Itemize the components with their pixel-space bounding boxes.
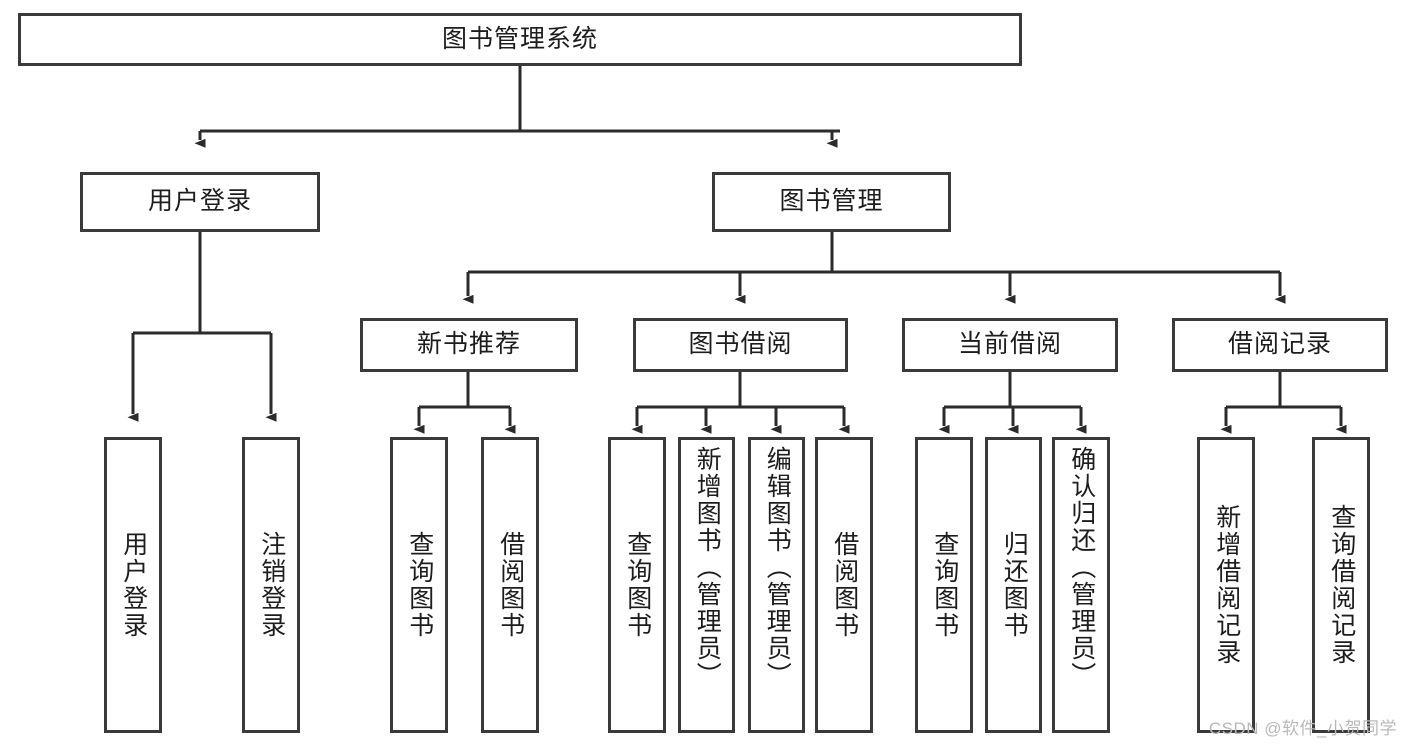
node-leaf-borrow-book[interactable]: 借阅图书: [815, 437, 873, 733]
node-leaf-user-login[interactable]: 用户登录: [104, 437, 162, 733]
watermark-text: CSDN @软件_小贺同学: [1208, 719, 1397, 738]
node-label: 借阅记录: [1227, 330, 1332, 359]
node-label: 编辑图书（管理员）: [763, 446, 792, 689]
node-label: 用户登录: [119, 531, 148, 639]
node-label: 图书管理: [779, 187, 884, 216]
node-label: 当前借阅: [957, 330, 1062, 359]
node-label: 查询图书: [405, 531, 434, 639]
node-leaf-query-borrow-record[interactable]: 查询借阅记录: [1312, 437, 1370, 733]
node-leaf-query-book-current[interactable]: 查询图书: [915, 437, 973, 733]
node-borrow-record[interactable]: 借阅记录: [1172, 318, 1388, 372]
node-book-management[interactable]: 图书管理: [712, 172, 951, 232]
node-root-book-management-system[interactable]: 图书管理系统: [18, 13, 1022, 66]
node-label: 图书借阅: [688, 330, 793, 359]
node-label: 查询图书: [623, 531, 652, 639]
node-label: 注销登录: [257, 531, 286, 639]
node-label: 借阅图书: [830, 531, 859, 639]
node-label: 确认归还（管理员）: [1067, 446, 1096, 689]
node-leaf-return-book[interactable]: 归还图书: [985, 437, 1042, 733]
node-leaf-edit-book-admin[interactable]: 编辑图书（管理员）: [748, 437, 805, 733]
node-label: 借阅图书: [496, 531, 525, 639]
node-label: 用户登录: [147, 187, 252, 216]
node-leaf-add-book-admin[interactable]: 新增图书（管理员）: [678, 437, 735, 733]
node-label: 图书管理系统: [441, 24, 598, 53]
node-label: 查询借阅记录: [1327, 504, 1356, 666]
node-label: 新增借阅记录: [1212, 504, 1241, 666]
node-label: 新书推荐: [416, 330, 521, 359]
node-new-book-recommend[interactable]: 新书推荐: [360, 318, 578, 372]
node-label: 归还图书: [1000, 531, 1029, 639]
node-leaf-query-book-borrow[interactable]: 查询图书: [608, 437, 666, 733]
node-leaf-query-book-recommend[interactable]: 查询图书: [390, 437, 448, 733]
node-label: 查询图书: [930, 531, 959, 639]
node-user-login[interactable]: 用户登录: [80, 172, 320, 232]
node-current-borrow[interactable]: 当前借阅: [902, 318, 1118, 372]
node-leaf-borrow-book-recommend[interactable]: 借阅图书: [481, 437, 539, 733]
node-book-borrow[interactable]: 图书借阅: [633, 318, 848, 372]
node-leaf-confirm-return-admin[interactable]: 确认归还（管理员）: [1052, 437, 1110, 733]
node-label: 新增图书（管理员）: [693, 446, 722, 689]
node-leaf-logout[interactable]: 注销登录: [242, 437, 300, 733]
node-leaf-add-borrow-record[interactable]: 新增借阅记录: [1197, 437, 1255, 733]
